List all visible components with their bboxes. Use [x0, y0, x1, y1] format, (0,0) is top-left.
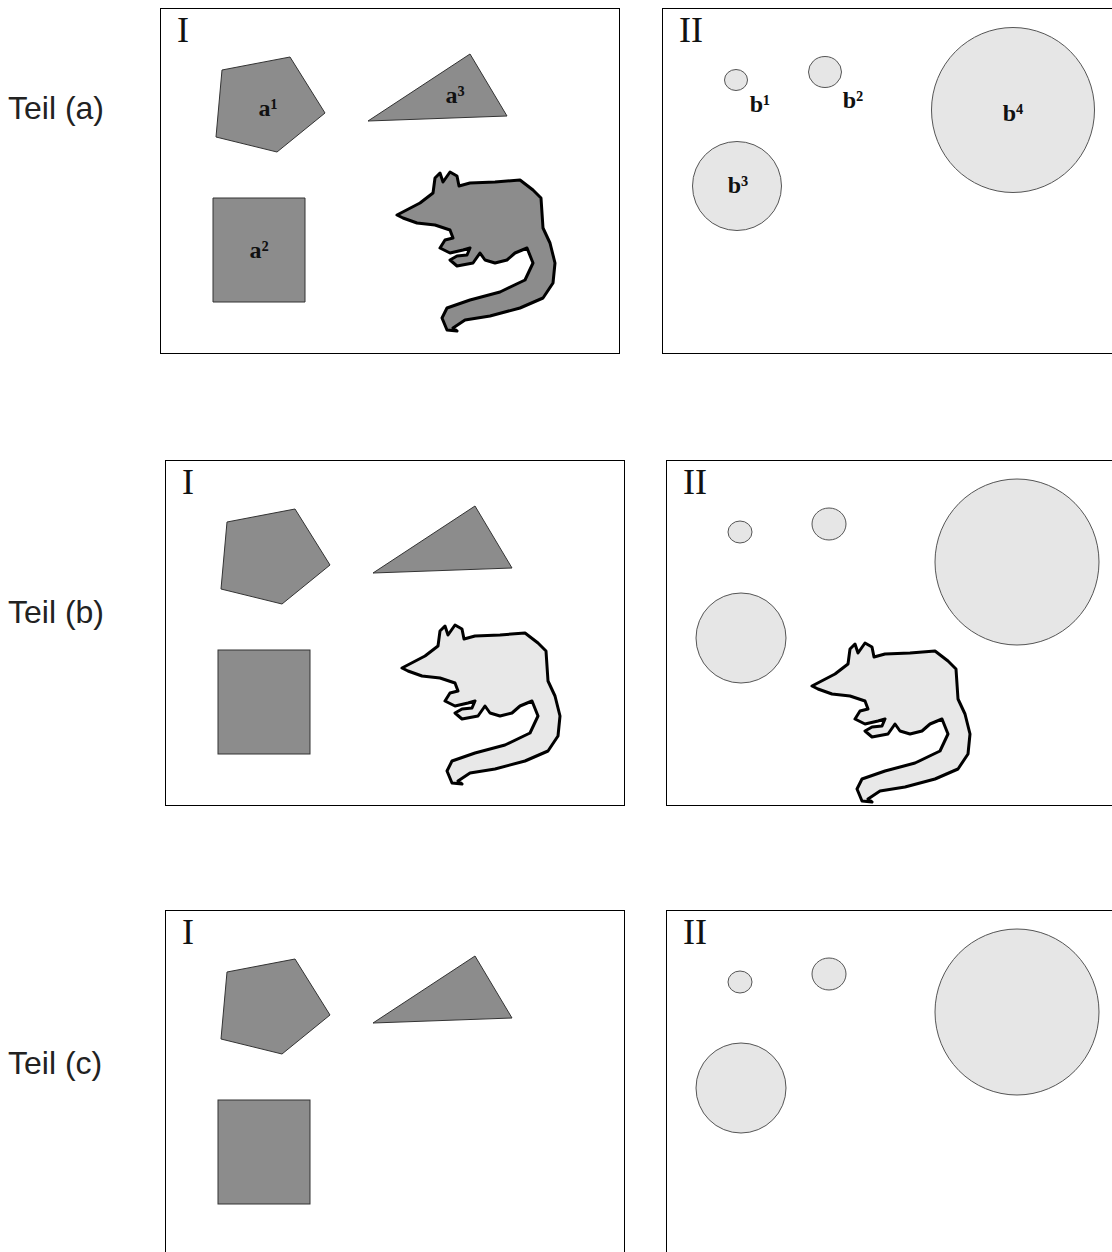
square-shape	[218, 650, 310, 754]
mouse-figure	[397, 172, 555, 331]
figure-panel: II	[666, 460, 1112, 806]
shape-label: a³	[445, 83, 464, 107]
panel-numeral: I	[182, 913, 194, 953]
shape-label: b³	[728, 173, 749, 197]
square-shape	[218, 1100, 310, 1204]
circle-shape	[693, 142, 782, 231]
pentagon-shape: a¹	[216, 57, 325, 152]
figure-panel: I	[165, 460, 625, 806]
mouse-figure	[402, 625, 560, 784]
pentagon-shape	[221, 509, 330, 604]
part-label: Teil (b)	[8, 596, 104, 628]
triangle-shape	[368, 54, 507, 121]
shape-label: b¹	[750, 92, 771, 116]
circle-shape	[725, 70, 748, 91]
shape-outline	[368, 54, 507, 121]
panel-numeral: II	[683, 463, 707, 503]
part-label: Teil (a)	[8, 92, 104, 124]
circle-shape	[809, 57, 842, 88]
triangle-shape	[373, 956, 512, 1023]
shape-label: a²	[249, 238, 268, 262]
shape-label: a¹	[258, 96, 277, 120]
mouse-figure	[812, 643, 970, 802]
shape-group	[218, 956, 512, 1204]
panel-numeral: II	[683, 913, 707, 953]
panel-numeral: I	[177, 11, 189, 51]
circle-shape	[696, 1043, 786, 1133]
circle-shape: b³	[692, 141, 782, 231]
figure-panel: II b¹ b² b⁴ b³	[662, 8, 1112, 354]
circle-shape: b⁴	[931, 27, 1095, 193]
square-shape	[213, 198, 305, 302]
figure-panel: II	[666, 910, 1112, 1252]
pentagon-shape	[221, 959, 330, 1054]
circle-shape: b²	[806, 54, 868, 112]
panel-numeral: II	[679, 11, 703, 51]
triangle-shape: a³	[368, 54, 507, 121]
triangle-shape	[373, 506, 512, 573]
shape-label: b⁴	[1003, 101, 1024, 125]
circle-shape	[728, 521, 752, 543]
circle-shape: b¹	[722, 66, 772, 116]
square-shape: a²	[213, 198, 305, 302]
circle-shape	[935, 479, 1099, 645]
circle-shape	[728, 971, 752, 993]
circle-shape	[812, 508, 846, 540]
part-label: Teil (c)	[8, 1047, 102, 1079]
figure-panel: I	[165, 910, 625, 1252]
circle-group	[696, 929, 1099, 1133]
panel-numeral: I	[182, 463, 194, 503]
figure-panel: Ia¹ a³ a²	[160, 8, 620, 354]
circle-shape	[935, 929, 1099, 1095]
shape-label: b²	[843, 88, 864, 112]
pentagon-shape	[216, 57, 325, 152]
circle-shape	[696, 593, 786, 683]
circle-shape	[932, 28, 1095, 193]
circle-shape	[812, 958, 846, 990]
